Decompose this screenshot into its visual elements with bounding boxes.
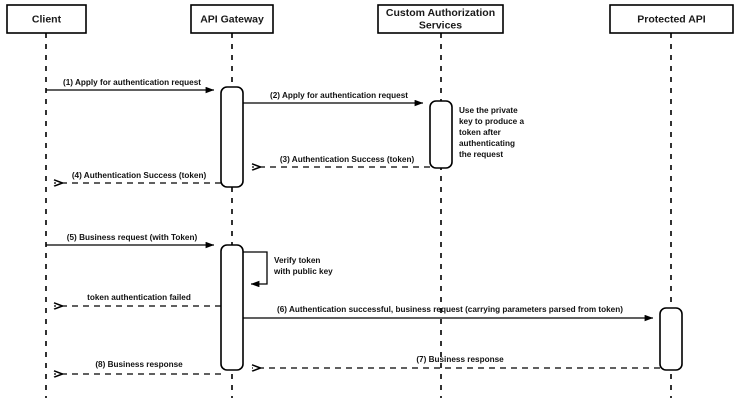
self-message-label-verify-token-line-1: Verify token	[274, 256, 320, 265]
note-private-key-line-2: key to produce a	[459, 117, 525, 126]
note-private-key-line-3: token after	[459, 128, 502, 137]
participant-label-client: Client	[32, 13, 62, 25]
participant-label-custom-auth-line1: Custom Authorization	[386, 7, 495, 19]
message-label-5: (5) Business request (with Token)	[67, 233, 198, 242]
participant-box-api-gateway[interactable]	[190, 4, 274, 34]
message-label-8: (8) Business response	[95, 360, 183, 369]
message-label-6: (6) Authentication successful, business …	[277, 305, 623, 314]
activation-protected-api	[659, 307, 683, 371]
participant-box-custom-auth[interactable]	[377, 4, 504, 34]
note-private-key-line-1: Use the private	[459, 106, 518, 115]
message-label-token-auth-failed: token authentication failed	[87, 293, 191, 302]
message-label-2: (2) Apply for authentication request	[270, 91, 408, 100]
message-label-1: (1) Apply for authentication request	[63, 78, 201, 87]
activation-custom-auth	[429, 100, 453, 169]
participant-label-protected-api: Protected API	[637, 13, 706, 25]
self-message-label-verify-token-line-2: with public key	[273, 267, 333, 276]
participant-label-api-gateway: API Gateway	[200, 13, 264, 25]
participant-label-custom-auth-line2: Services	[419, 19, 462, 31]
activation-api-gateway-auth	[220, 86, 244, 188]
participant-box-client[interactable]	[6, 4, 87, 34]
activation-api-gateway-business	[220, 244, 244, 371]
message-label-3: (3) Authentication Success (token)	[280, 155, 415, 164]
note-private-key-line-4: authenticating	[459, 139, 515, 148]
participant-box-protected-api[interactable]	[609, 4, 734, 34]
message-label-7: (7) Business response	[416, 355, 504, 364]
self-message-arrow-verify-token	[243, 251, 268, 288]
note-private-key-line-5: the request	[459, 150, 503, 159]
message-label-4: (4) Authentication Success (token)	[72, 171, 207, 180]
